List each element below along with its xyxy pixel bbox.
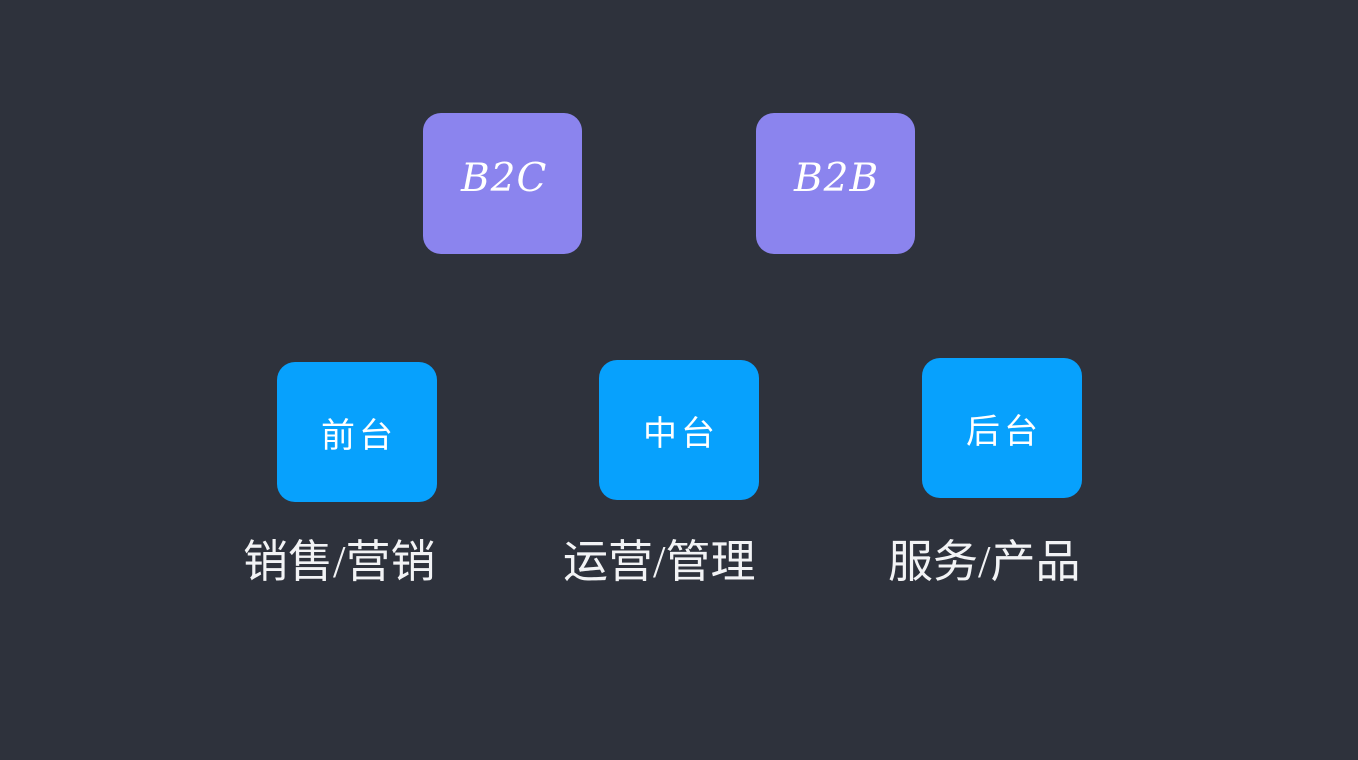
layer-caption-back: 服务/产品: [888, 537, 1081, 587]
tier-box-b2b[interactable]: B2B: [756, 113, 915, 254]
layer-box-front[interactable]: 前台: [277, 362, 437, 502]
layer-box-middle[interactable]: 中台: [599, 360, 759, 500]
layer-box-back[interactable]: 后台: [922, 358, 1082, 498]
layer-caption-front: 销售/营销: [243, 537, 436, 587]
tier-box-b2c[interactable]: B2C: [423, 113, 582, 254]
layer-caption-middle: 运营/管理: [563, 537, 756, 587]
